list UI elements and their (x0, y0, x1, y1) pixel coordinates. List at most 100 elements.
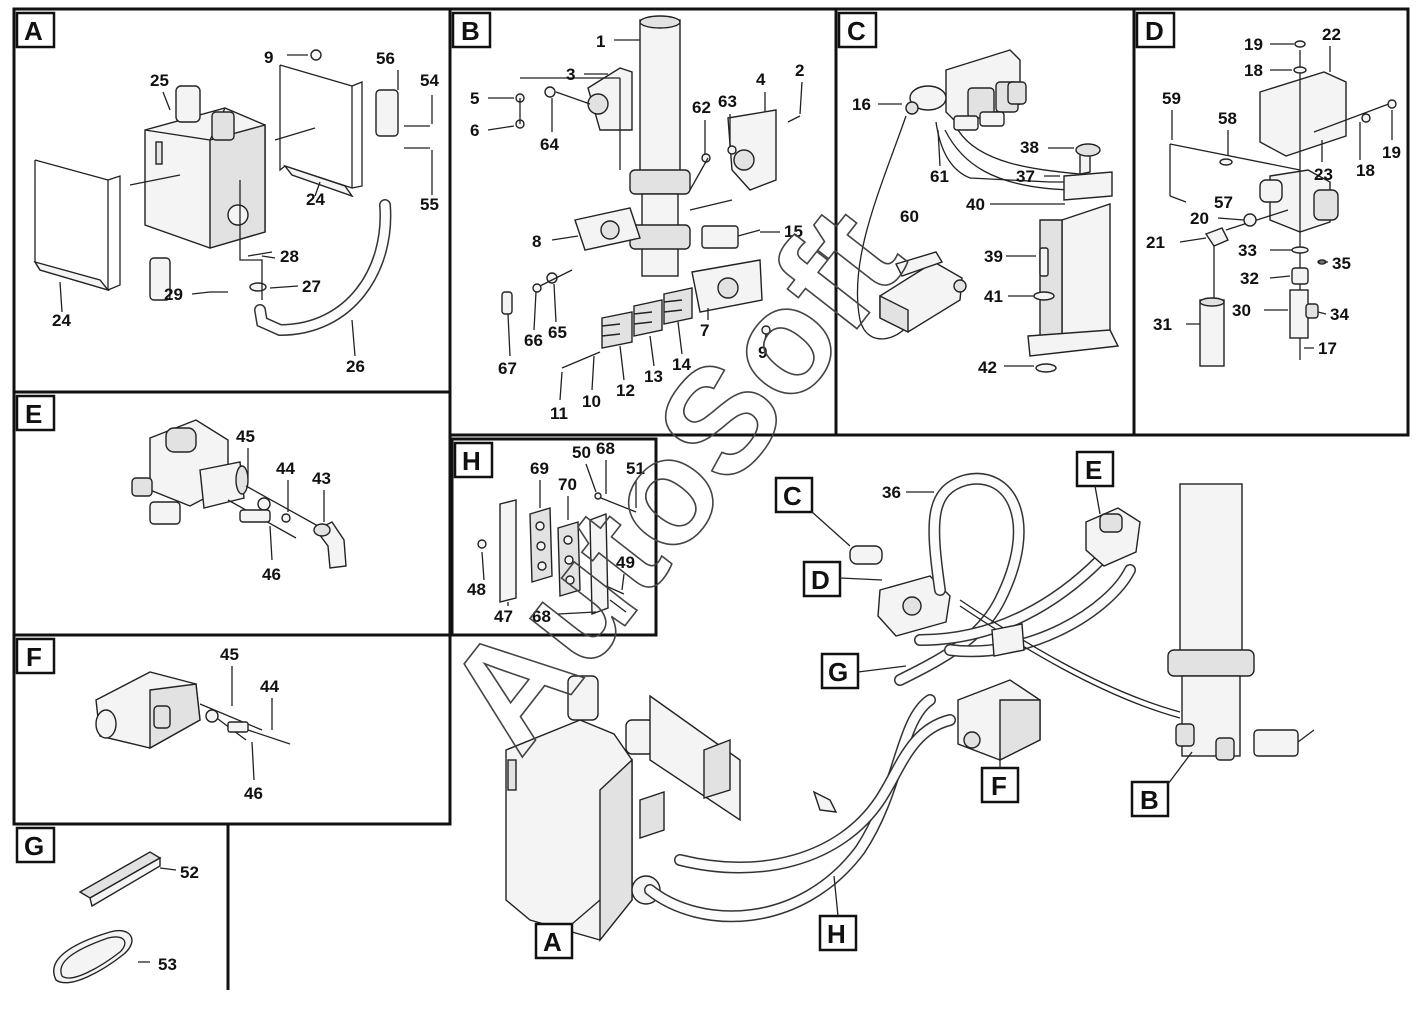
svg-text:22: 22 (1322, 25, 1341, 44)
svg-text:44: 44 (260, 677, 279, 696)
panel-h-labels: 50 68 69 70 51 49 48 47 68 (467, 439, 645, 626)
svg-text:H: H (827, 919, 846, 949)
svg-text:62: 62 (692, 98, 711, 117)
svg-text:6: 6 (470, 121, 479, 140)
svg-text:39: 39 (984, 247, 1003, 266)
panel-letter-e: E (15, 394, 56, 432)
svg-text:G: G (828, 657, 848, 687)
panel-f-labels: 45 44 46 (220, 645, 279, 803)
svg-text:42: 42 (978, 358, 997, 377)
panel-c-drawing (856, 49, 1120, 373)
svg-text:52: 52 (180, 863, 199, 882)
callout-f: F (980, 752, 1020, 804)
panel-letter-a: A (15, 11, 56, 49)
svg-text:H: H (462, 446, 481, 476)
panel-letter-g: G (15, 826, 56, 864)
svg-text:2: 2 (795, 61, 804, 80)
svg-text:27: 27 (302, 277, 321, 296)
svg-text:43: 43 (312, 469, 331, 488)
svg-text:32: 32 (1240, 269, 1259, 288)
svg-text:46: 46 (244, 784, 263, 803)
svg-text:C: C (783, 481, 802, 511)
callout-a: A (534, 899, 601, 960)
svg-text:40: 40 (966, 195, 985, 214)
svg-text:56: 56 (376, 49, 395, 68)
svg-text:47: 47 (494, 607, 513, 626)
svg-text:20: 20 (1190, 209, 1209, 228)
svg-text:45: 45 (220, 645, 239, 664)
svg-text:G: G (24, 831, 44, 861)
panel-frames (12, 7, 1410, 990)
svg-text:48: 48 (467, 580, 486, 599)
svg-text:18: 18 (1356, 161, 1375, 180)
svg-text:23: 23 (1314, 165, 1333, 184)
panel-a-labels: 9 56 54 25 24 55 28 27 29 24 26 (52, 48, 439, 376)
svg-text:18: 18 (1244, 61, 1263, 80)
svg-text:A: A (24, 16, 43, 46)
svg-text:F: F (991, 771, 1007, 801)
svg-text:57: 57 (1214, 193, 1233, 212)
svg-text:60: 60 (900, 207, 919, 226)
callout-c: C (774, 476, 851, 547)
svg-text:41: 41 (984, 287, 1003, 306)
panel-letter-h: H (453, 441, 494, 479)
panel-e-labels: 45 44 43 46 (236, 427, 331, 584)
panel-b-labels: 1 3 5 6 64 62 63 4 2 8 15 67 66 65 7 9 1… (470, 32, 804, 423)
panel-letter-c: C (837, 11, 878, 49)
panel-letter-b: B (451, 11, 492, 49)
panel-g-labels: 52 53 (158, 863, 199, 974)
svg-text:D: D (1145, 16, 1164, 46)
svg-text:63: 63 (718, 92, 737, 111)
svg-text:8: 8 (532, 232, 541, 251)
panel-c-labels: 16 61 38 37 40 60 39 41 42 (852, 95, 1074, 377)
svg-text:46: 46 (262, 565, 281, 584)
svg-text:51: 51 (626, 459, 645, 478)
svg-text:C: C (847, 16, 866, 46)
svg-text:11: 11 (550, 404, 568, 423)
panel-h-drawing (477, 492, 637, 616)
svg-text:E: E (1085, 455, 1102, 485)
hose-36-label: 36 (882, 483, 934, 502)
svg-text:59: 59 (1162, 89, 1181, 108)
svg-text:3: 3 (566, 65, 575, 84)
overview-assembly (505, 472, 1315, 942)
svg-text:58: 58 (1218, 109, 1237, 128)
callout-d: D (802, 560, 883, 598)
svg-text:33: 33 (1238, 241, 1257, 260)
svg-text:64: 64 (540, 135, 559, 154)
svg-text:38: 38 (1020, 138, 1039, 157)
svg-text:15: 15 (784, 222, 803, 241)
svg-text:19: 19 (1382, 143, 1401, 162)
svg-text:21: 21 (1146, 233, 1165, 252)
svg-text:17: 17 (1318, 339, 1337, 358)
panel-letter-d: D (1135, 11, 1176, 49)
svg-text:9: 9 (758, 343, 767, 362)
panel-letter-f: F (15, 637, 56, 675)
svg-text:70: 70 (558, 475, 577, 494)
svg-text:28: 28 (280, 247, 299, 266)
svg-text:13: 13 (644, 367, 663, 386)
svg-text:68: 68 (532, 607, 551, 626)
svg-text:68: 68 (596, 439, 615, 458)
panel-e-drawing (131, 419, 347, 569)
overview-callouts: C D E G F B A (534, 450, 1193, 960)
svg-text:9: 9 (264, 48, 273, 67)
svg-text:1: 1 (596, 32, 605, 51)
panel-g-drawing (53, 851, 177, 984)
svg-text:50: 50 (572, 443, 591, 462)
svg-text:53: 53 (158, 955, 177, 974)
svg-text:5: 5 (470, 89, 479, 108)
panel-d-drawing (1169, 40, 1397, 367)
svg-text:34: 34 (1330, 305, 1349, 324)
svg-text:14: 14 (672, 355, 691, 374)
callout-g: G (820, 652, 907, 690)
svg-text:31: 31 (1153, 315, 1172, 334)
svg-text:A: A (543, 927, 562, 957)
svg-text:7: 7 (700, 321, 709, 340)
svg-text:D: D (811, 565, 830, 595)
svg-text:45: 45 (236, 427, 255, 446)
svg-text:24: 24 (306, 190, 325, 209)
svg-text:24: 24 (52, 311, 71, 330)
svg-text:55: 55 (420, 195, 439, 214)
